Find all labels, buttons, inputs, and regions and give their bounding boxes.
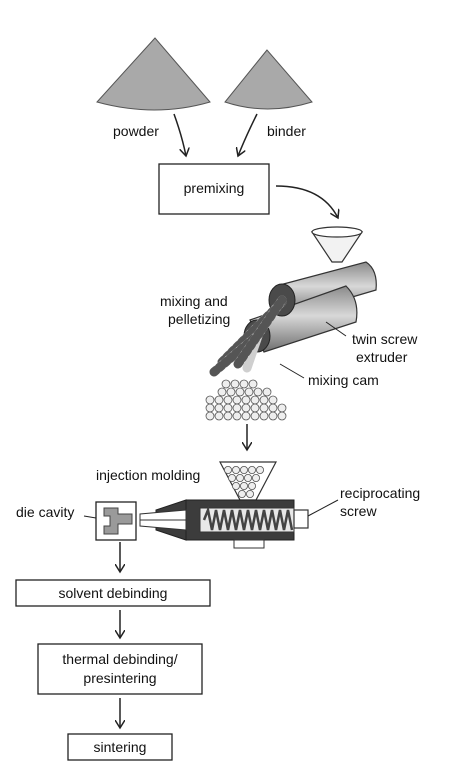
reciprocating-label-1: reciprocating <box>340 485 420 501</box>
arrow-premix-to-extruder <box>275 185 338 218</box>
mixing-cam-leader <box>279 363 305 379</box>
binder-pile-icon <box>224 49 313 110</box>
sintering-box <box>67 733 173 761</box>
twin-screw-label-2: extruder <box>356 349 408 365</box>
twin-screw-label-1: twin screw <box>352 331 418 347</box>
premixing-label: premixing <box>184 180 245 196</box>
sintering-label: sintering <box>94 739 147 755</box>
thermal-debinding-label-1: thermal debinding/ <box>62 651 177 667</box>
powder-label: powder <box>113 123 159 139</box>
mixing-cam-label: mixing cam <box>308 372 379 388</box>
arrow-powder-to-premix <box>173 113 186 156</box>
hopper-pellets-icon <box>223 465 264 498</box>
die-cavity-part-icon <box>103 507 133 535</box>
pellet-pile-icon <box>205 379 287 421</box>
reciprocating-label-2: screw <box>340 503 377 519</box>
twin-screw-leader <box>325 321 347 337</box>
mixing-pelletizing-label-1: mixing and <box>160 293 228 309</box>
injection-molding-label: injection molding <box>96 467 200 483</box>
die-cavity-leader <box>83 515 97 519</box>
injection-machine-icon <box>139 499 309 549</box>
thermal-debinding-label-2: presintering <box>83 670 156 686</box>
mixing-pelletizing-label-2: pelletizing <box>168 311 230 327</box>
powder-pile-icon <box>96 37 211 111</box>
arrow-binder-to-premix <box>238 113 258 156</box>
twin-screw-extruder-icon <box>209 261 377 377</box>
premixing-box <box>158 163 270 215</box>
thermal-debinding-box <box>37 643 203 695</box>
solvent-debinding-box <box>15 579 211 607</box>
binder-label: binder <box>267 123 306 139</box>
solvent-debinding-label: solvent debinding <box>59 585 168 601</box>
reciprocating-leader <box>307 499 339 517</box>
die-cavity-label: die cavity <box>16 504 74 520</box>
